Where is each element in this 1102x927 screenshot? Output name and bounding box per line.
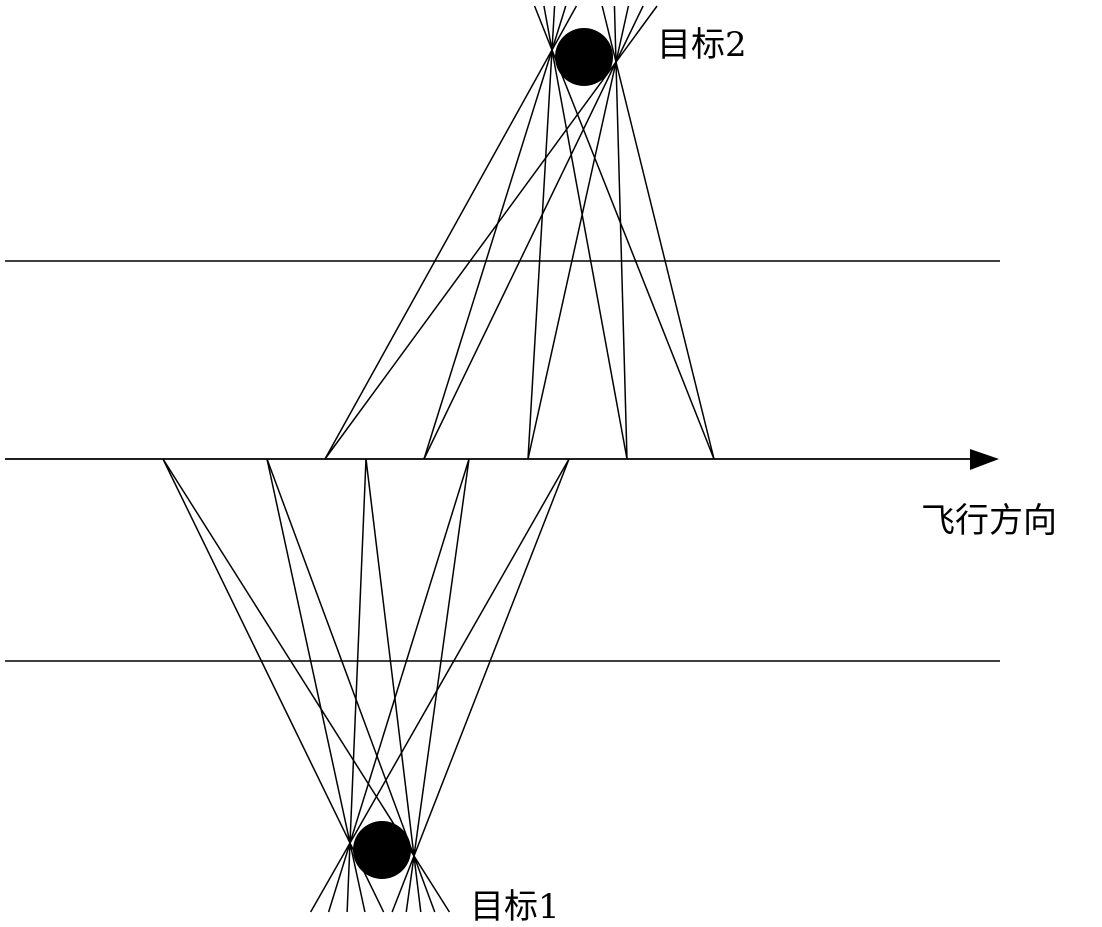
flight-direction-label: 飞行方向: [921, 501, 1057, 541]
target-2-sight-ray: [601, 5, 715, 460]
target-1-sight-ray: [266, 458, 366, 913]
target-2-sight-ray: [543, 5, 628, 460]
target-1-sight-ray: [346, 458, 367, 913]
target-1-marker: [353, 821, 411, 879]
flight-direction-arrowhead: [970, 449, 999, 470]
target-2-marker: [555, 28, 613, 86]
target-2-sight-ray: [423, 5, 644, 460]
target-1-label: 目标1: [470, 887, 560, 927]
target-1-sight-ray: [162, 458, 385, 913]
target-2-sight-ray: [533, 5, 715, 460]
target-2-sight-ray: [613, 5, 628, 460]
target-1-sight-ray: [391, 458, 570, 913]
target-2-sight-ray: [324, 5, 578, 460]
target-2-sight-ray: [423, 5, 567, 460]
target-1-sight-ray: [309, 458, 570, 913]
target-2-sight-ray: [527, 5, 556, 460]
target-2-label: 目标2: [657, 25, 747, 65]
target-1-sight-ray: [327, 458, 470, 913]
target-2-sight-ray: [527, 5, 630, 460]
target-1-sight-ray: [405, 458, 470, 913]
target-2-sight-ray: [324, 5, 658, 460]
target-1-sight-ray: [365, 458, 422, 913]
